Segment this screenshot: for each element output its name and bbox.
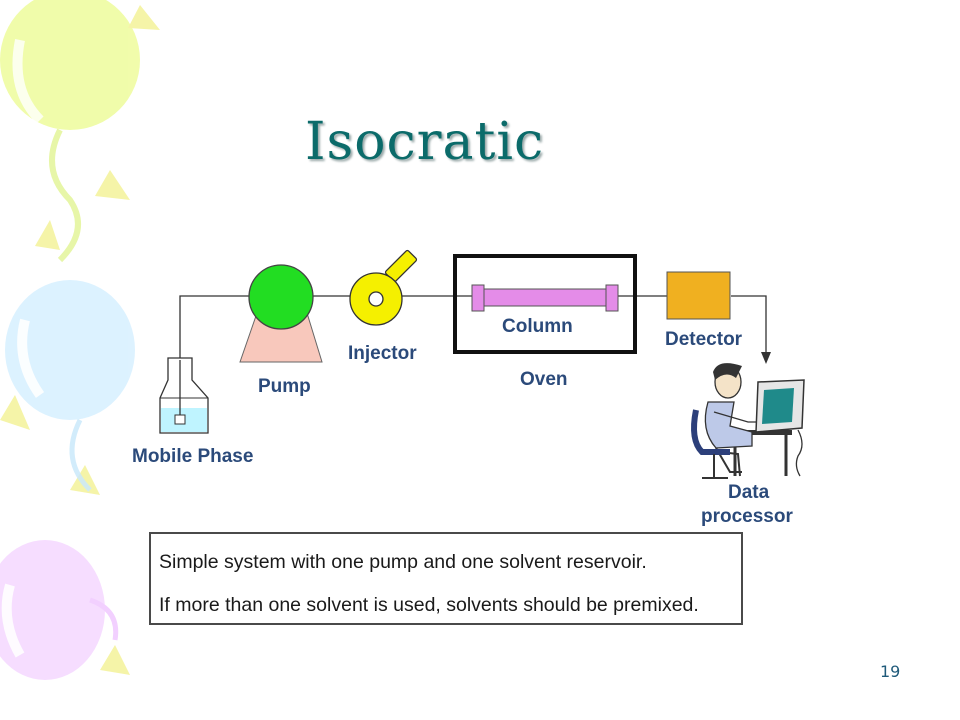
column-label: Column [502,316,573,337]
slide-title: Isocratic [305,112,545,172]
page-number: 19 [880,662,901,681]
mobile-phase-reservoir-icon [159,357,209,434]
pump-icon [239,264,323,363]
hplc-isocratic-diagram: Mobile Phase Pump Injector Column Oven D… [132,249,805,527]
description-line-1: Simple system with one pump and one solv… [159,551,647,573]
detector-icon [666,271,731,320]
description-line-2: If more than one solvent is used, solven… [159,594,699,616]
balloon-decoration [0,0,160,680]
detector-label: Detector [665,329,743,350]
injector-icon [349,249,418,326]
data-processor-label-line1: Data [728,482,770,503]
oven-box [453,254,637,354]
injector-label: Injector [348,343,417,364]
person-at-computer-icon [691,363,805,479]
description-box: Simple system with one pump and one solv… [149,532,743,625]
mobile-phase-label: Mobile Phase [132,446,253,467]
oven-label: Oven [520,369,568,390]
data-processor-label-line2: processor [701,506,793,527]
flow-arrow-icon [761,352,771,364]
flow-line [179,295,767,360]
pump-label: Pump [258,376,311,397]
column-icon [471,284,619,312]
